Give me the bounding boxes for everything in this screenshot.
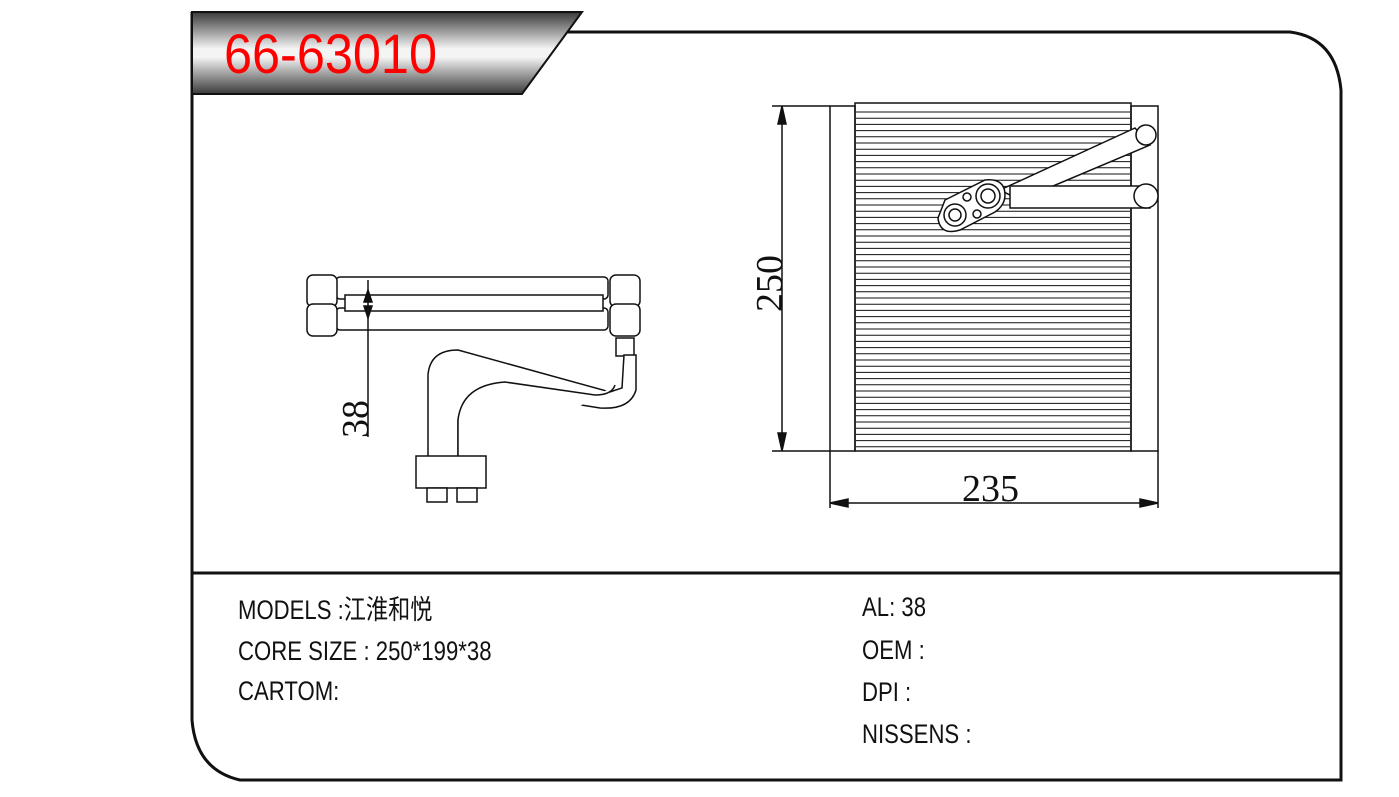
sheet-frame: [190, 12, 1343, 782]
spec-value: 38: [901, 592, 927, 622]
spec-cartom: CARTOM:: [238, 676, 339, 706]
spec-label: DPI :: [862, 677, 912, 707]
evaporator-front-view: [772, 102, 1159, 508]
spec-nissens: NISSENS :: [862, 719, 972, 749]
spec-models: MODELS :江淮和悦: [238, 595, 432, 625]
spec-value: 250*199*38: [375, 636, 492, 666]
spec-al: AL: 38: [862, 592, 926, 622]
spec-label: CARTOM:: [238, 676, 340, 706]
dimension-thickness-label: 38: [335, 400, 377, 438]
spec-label: OEM :: [862, 635, 925, 665]
dimension-width-label: 235: [962, 468, 1019, 510]
spec-value: 江淮和悦: [343, 595, 433, 625]
dimension-height-label: 250: [749, 255, 791, 312]
title-banner: [191, 11, 584, 95]
spec-label: NISSENS :: [862, 719, 972, 749]
spec-oem: OEM :: [862, 635, 925, 665]
spec-label: AL:: [862, 592, 902, 622]
spec-label: MODELS :: [238, 595, 344, 625]
spec-label: CORE SIZE :: [238, 636, 376, 666]
evaporator-side-view: [306, 274, 641, 503]
spec-core-size: CORE SIZE : 250*199*38: [238, 636, 492, 666]
part-number-title: 66-63010: [224, 22, 438, 85]
spec-dpi: DPI :: [862, 677, 911, 707]
